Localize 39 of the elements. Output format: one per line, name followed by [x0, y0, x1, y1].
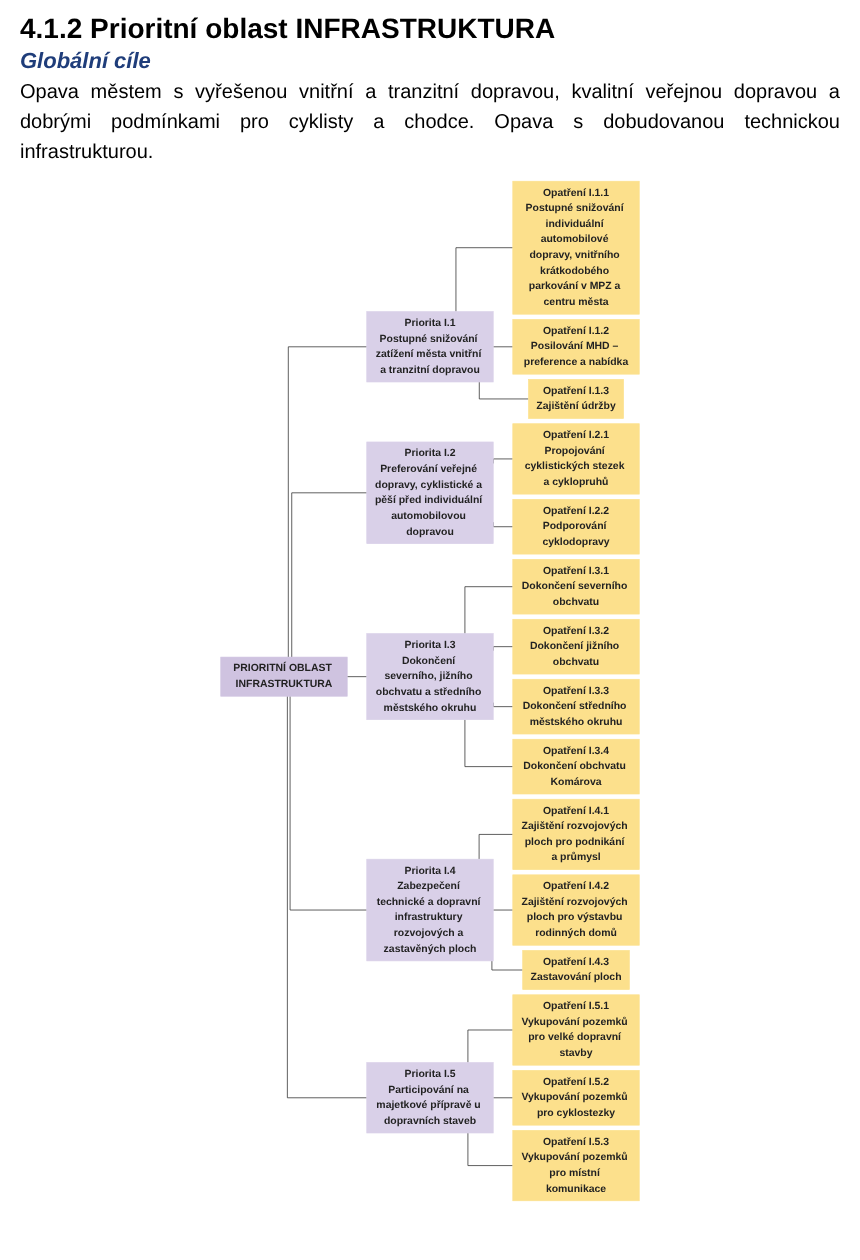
node-box — [512, 874, 640, 946]
connector — [289, 695, 368, 911]
node-box — [512, 180, 640, 315]
connector — [464, 586, 514, 634]
paragraph: Opava městem s vyřešenou vnitřní a tranzitní dopravou, kvalitní veřejnou dopravou a dobrými podmínkami pro cyklisty a chodce. Opava s dobudovanou technickou infrastrukturou. — [20, 80, 840, 168]
node-box — [512, 319, 640, 375]
connector — [287, 346, 368, 658]
connector — [287, 695, 368, 1099]
node-box — [366, 633, 494, 720]
node-box — [366, 858, 494, 962]
node-box — [512, 423, 640, 495]
node-box — [528, 379, 624, 419]
node-box — [512, 678, 640, 735]
connector — [467, 1132, 514, 1166]
connector — [478, 834, 514, 860]
section-heading: 4.1.2 Prioritní oblast INFRASTRUKTURA — [20, 12, 558, 44]
connector — [291, 492, 368, 658]
node-box — [512, 559, 640, 615]
node-box — [512, 1130, 640, 1202]
node-box — [522, 950, 630, 990]
node-box — [366, 311, 494, 383]
node-box — [366, 1062, 494, 1134]
connector — [491, 960, 524, 971]
node-box — [512, 738, 640, 795]
node-box — [512, 798, 640, 870]
connector — [492, 1097, 514, 1099]
connector — [478, 381, 529, 400]
node-box — [512, 618, 640, 675]
connector — [467, 1029, 514, 1063]
connector — [464, 719, 514, 767]
node-box — [512, 1070, 640, 1126]
connector — [455, 247, 514, 312]
subheading: Globální cíle — [20, 50, 153, 74]
connector — [346, 676, 368, 678]
node-box — [366, 441, 494, 544]
node-box — [220, 656, 348, 697]
connector — [492, 521, 514, 528]
node-box — [512, 994, 640, 1066]
node-box — [512, 499, 640, 555]
